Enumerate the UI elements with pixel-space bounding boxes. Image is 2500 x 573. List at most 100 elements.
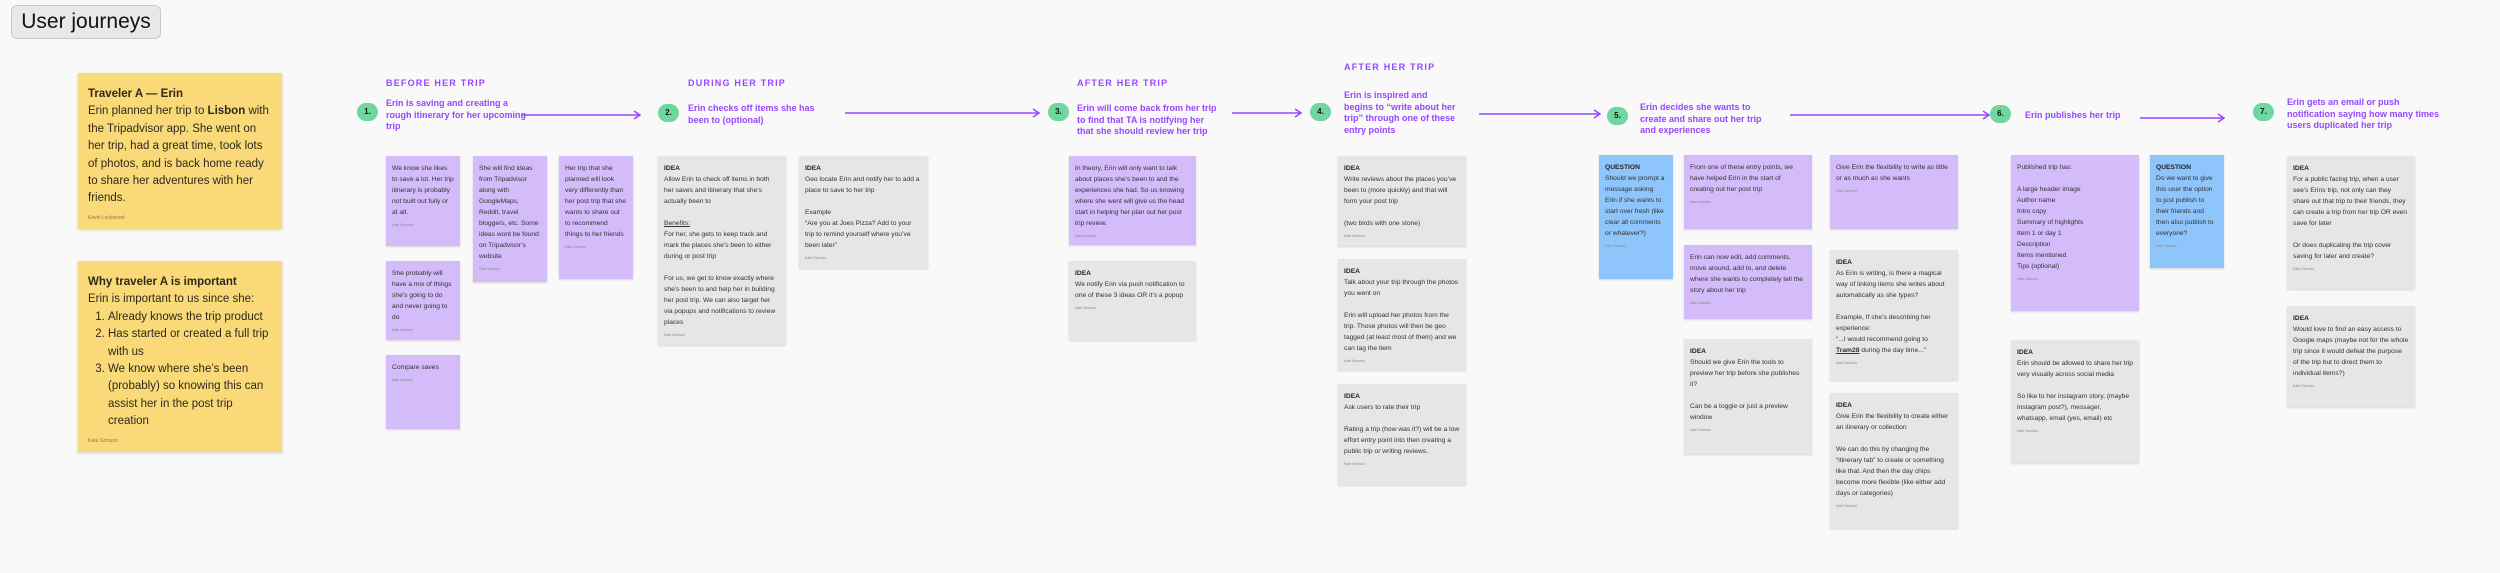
note-text: Give Erin the flexibility to create eith… (1836, 413, 1949, 497)
note-author: Kate Szmurlo (1836, 361, 1858, 365)
persona-intro: Erin is important to us since she: (88, 293, 255, 306)
arrow-connector (1479, 106, 1602, 119)
note-text: Ask users to rate their trip Rating a tr… (1344, 404, 1460, 455)
note-author: Kate Szmurlo (805, 256, 827, 260)
note-text: In theory, Erin will only want to talk a… (1075, 165, 1184, 227)
note-text: Talk about your trip through the photos … (1344, 279, 1459, 352)
note-author: Kate Szmurlo (1344, 462, 1366, 466)
persona-card-traveler-a[interactable]: Traveler A — Erin Erin planned her trip … (78, 73, 282, 229)
idea-sticky-note[interactable]: IDEA Write reviews about the places you’v… (1338, 156, 1466, 246)
arrow-connector (1790, 107, 1991, 120)
note-sticky-note[interactable]: Her trip that she planned will look very… (559, 156, 633, 279)
note-author: Kate Szmurlo (2293, 384, 2315, 388)
stage-heading: Erin is saving and creating a rough itin… (386, 98, 527, 132)
arrow-right-icon (1479, 109, 1602, 119)
note-author: Kate Szmurlo (1344, 234, 1366, 238)
note-author: Kate Szmurlo (392, 378, 414, 382)
step-number-badge: 2. (658, 104, 679, 122)
reason-item: We know where she’s been (probably) so k… (108, 361, 272, 431)
note-text: Geo locate Erin and notify her to add a … (805, 176, 920, 249)
note-sticky-note[interactable]: From one of these entry points, we have … (1684, 155, 1812, 229)
idea-sticky-note[interactable]: IDEA Erin should be allowed to share her … (2011, 340, 2139, 463)
persona-body-text: Erin planned her trip to (88, 105, 208, 118)
persona-destination: Lisbon (207, 105, 246, 118)
note-body: Published trip has: A large header image… (2017, 164, 2083, 270)
persona-body-text: with the Tripadvisor app. She went on he… (88, 105, 269, 205)
note-author: Kate Szmurlo (88, 437, 119, 444)
note-body: Write reviews about the places you’ve be… (1344, 176, 1456, 227)
note-text: From one of these entry points, we have … (1690, 164, 1793, 193)
note-sticky-note[interactable]: Give Erin the flexibility to write as li… (1830, 155, 1958, 229)
note-body: Do we want to give this user the option … (2156, 175, 2214, 237)
step-number-badge: 7. (2253, 103, 2274, 121)
note-sticky-note[interactable]: Published trip has: A large header image… (2011, 155, 2139, 311)
note-sticky-note[interactable]: She probably will have a mix of things s… (386, 261, 460, 340)
note-body: We know she likes to save a lot. Her tri… (392, 165, 454, 216)
arrow-right-icon (845, 108, 1041, 118)
note-author: Kate Szmurlo (2293, 267, 2315, 271)
note-label: IDEA (1836, 402, 1852, 409)
note-author: Kate Szmurlo (2156, 244, 2178, 248)
reason-item: Already knows the trip product (108, 309, 272, 326)
note-label: IDEA (664, 165, 680, 172)
board-title-button[interactable]: User journeys (11, 5, 161, 39)
phase-label: BEFORE HER TRIP (386, 78, 487, 88)
note-text: She probably will have a mix of things s… (392, 270, 452, 321)
note-text: We notify Erin via push notification to … (1075, 281, 1185, 299)
persona-title: Why traveler A is important (88, 276, 237, 288)
note-text: Allow Erin to check off items in both he… (664, 176, 770, 205)
note-author: Kate Szmurlo (1075, 234, 1097, 238)
note-author: Kate Szmurlo (1690, 428, 1712, 432)
note-text: Give Erin the flexibility to write as li… (1836, 164, 1948, 182)
note-text: Would love to find an easy access to Goo… (2293, 326, 2409, 377)
stage-heading: Erin checks off items she has been to (o… (688, 103, 815, 125)
note-sticky-note[interactable]: Erin can now edit, add comments, move ar… (1684, 245, 1812, 319)
note-author: Kate Szmurlo (392, 328, 414, 332)
note-sticky-note[interactable]: We know she likes to save a lot. Her tri… (386, 156, 460, 246)
reason-item: Has started or created a full trip with … (108, 326, 272, 361)
note-text: Should we prompt a message asking Erin i… (1605, 175, 1665, 237)
note-body: Erin can now edit, add comments, move ar… (1690, 254, 1803, 294)
note-text: She will find ideas from Tripadvisor alo… (479, 165, 539, 260)
idea-sticky-note[interactable]: IDEA Allow Erin to check off items in bot… (658, 156, 786, 345)
idea-sticky-note[interactable]: IDEA Give Erin the flexibility to create … (1830, 393, 1958, 528)
note-sticky-note[interactable]: She will find ideas from Tripadvisor alo… (473, 156, 547, 282)
note-text: Write reviews about the places you’ve be… (1344, 176, 1457, 227)
note-label: IDEA (1075, 270, 1091, 277)
note-label: IDEA (2017, 349, 2033, 356)
note-author: Kate Szmurlo (392, 223, 414, 227)
note-body: In theory, Erin will only want to talk a… (1075, 165, 1184, 227)
note-body: Allow Erin to check off items in both he… (664, 176, 775, 326)
note-body: Would love to find an easy access to Goo… (2293, 326, 2408, 377)
stage-heading: Erin decides she wants to create and sha… (1640, 102, 1762, 136)
note-text: Erin should be allowed to share her trip… (2017, 360, 2133, 422)
question-sticky-note[interactable]: QUESTION Do we want to give this user the… (2150, 155, 2224, 268)
phase-label: DURING HER TRIP (688, 78, 787, 88)
note-author: Kate Szmurlo (664, 333, 686, 337)
note-author: Kate Szmurlo (1836, 504, 1858, 508)
persona-card-why-important[interactable]: Why traveler A is important Erin is impo… (78, 261, 282, 452)
stage-heading: Erin will come back from her trip to fin… (1077, 103, 1217, 137)
note-text: Erin can now edit, add comments, move ar… (1690, 254, 1804, 294)
note-text: Compare saves (392, 364, 439, 371)
stage-heading: Erin gets an email or push notification … (2287, 97, 2440, 131)
note-label: IDEA (1344, 165, 1360, 172)
linked-place[interactable]: Tram28 (1836, 347, 1860, 354)
idea-sticky-note[interactable]: IDEA We notify Erin via push notification… (1069, 261, 1196, 340)
stage-heading: Erin publishes her trip (2025, 110, 2121, 120)
note-sticky-note[interactable]: In theory, Erin will only want to talk a… (1069, 156, 1196, 245)
note-label: QUESTION (2156, 164, 2191, 171)
persona-body: Erin planned her trip to Lisbon with the… (88, 103, 272, 207)
step-number-badge: 1. (357, 103, 378, 121)
note-label: IDEA (1836, 259, 1852, 266)
note-text: We know she likes to save a lot. Her tri… (392, 165, 454, 216)
